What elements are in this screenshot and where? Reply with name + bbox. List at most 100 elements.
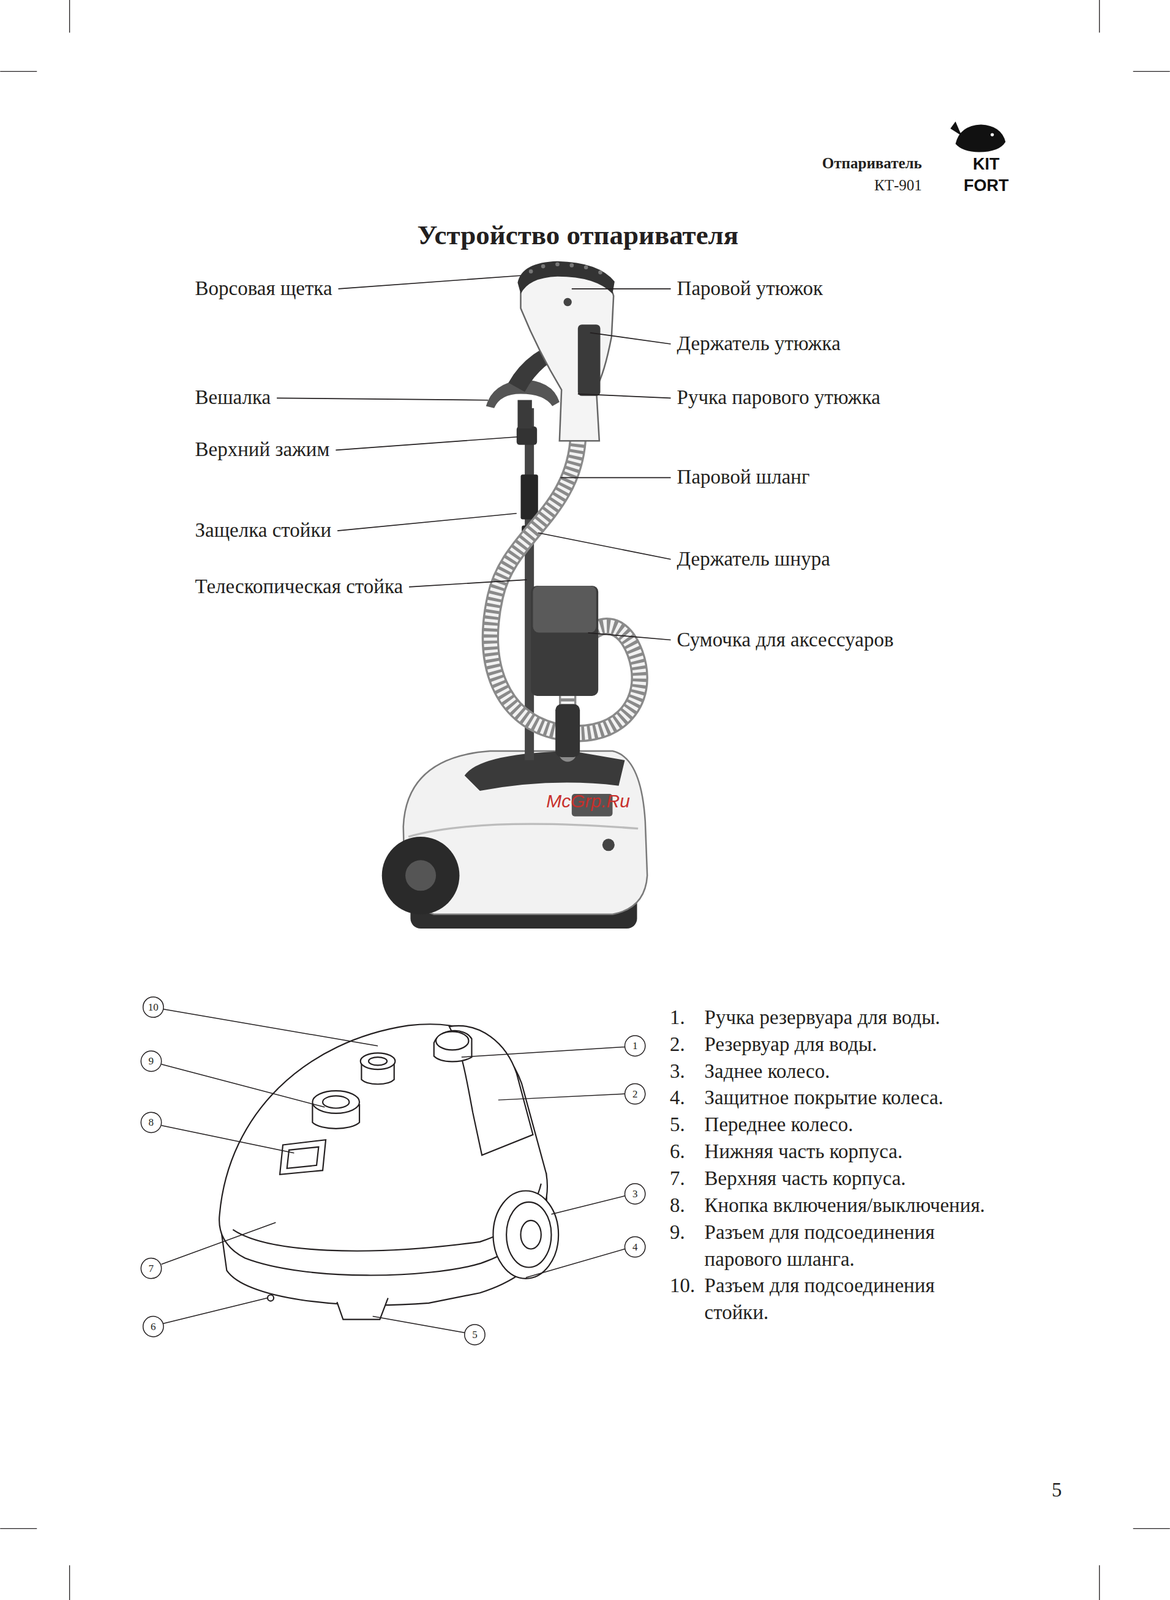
hanger-mount [517,400,532,430]
steam-iron [520,274,614,441]
tank-handle-top [435,1031,469,1050]
item-number: 10. [669,1272,705,1300]
item-number: 5. [669,1111,705,1139]
part-name: Вешалка [195,386,272,411]
part-name: Защелка стойки [195,518,332,544]
leader-line [525,1249,626,1279]
list-item: 4.Защитное покрытие колеса. [669,1084,1003,1112]
accessory-bag [530,585,599,697]
pole-latch [520,474,538,520]
list-item: 9.Разъем для подсоединения парового шлан… [669,1219,1003,1274]
leader-line [372,1316,465,1334]
leader-line [571,288,672,290]
callouts [140,997,646,1346]
leader-line [338,275,522,289]
callout-circle [140,1258,162,1279]
model-number: КТ-901 [874,176,923,195]
leader-line [588,633,672,641]
leader-line [560,477,671,479]
list-item: 10.Разъем для подсоединения стойки. [669,1272,1003,1327]
header-title: Отпариватель [822,154,923,173]
item-number: 9. [669,1219,705,1247]
part-name: Держатель утюжка [677,331,841,357]
crop-mark [0,1528,37,1530]
power-button [279,1140,326,1175]
part-name: Верхний зажим [195,438,330,463]
leader-line [590,333,672,345]
hose-socket [555,704,580,758]
base-logo [602,838,615,852]
base-wheel [382,836,460,915]
logo-whale [955,124,1006,152]
item-text: Разъем для подсоединения парового шланга… [704,1219,1003,1274]
callout-circle [625,1237,646,1258]
base-seam [408,824,638,837]
parts-list: 1.Ручка резервуара для воды.2.Резервуар … [669,1004,1003,1327]
item-number: 8. [669,1192,705,1220]
item-text: Кнопка включения/выключения. [704,1192,1003,1220]
part-name: Держатель шнура [677,547,831,572]
bristle [598,270,603,275]
logo-eye [990,132,994,136]
callout-circle [143,997,164,1018]
upper-clamp [516,426,537,446]
steamer-photo [382,261,648,929]
part-name: Паровой утюжок [677,276,824,302]
iron-holder-clip [577,324,601,397]
callout-number: 7 [148,1263,155,1276]
crop-mark [1133,71,1170,72]
leader-line [161,1125,295,1154]
leader-line [163,1298,268,1325]
item-number: 4. [669,1084,705,1112]
bristle [555,262,560,267]
wheel-hub [405,860,436,891]
crop-mark [1133,1528,1170,1530]
leader-line [161,1222,277,1265]
item-text: Переднее колесо. [704,1111,1003,1139]
callout-number: 3 [632,1188,638,1201]
watermark: McGrp.Ru [546,790,630,813]
leader-line [577,394,672,399]
callout-circle [625,1184,646,1205]
leader-line [161,1064,326,1108]
leader-line [538,532,672,559]
part-name: Сумочка для аксессуаров [677,628,894,653]
bristle [584,265,589,270]
callout-number: 1 [632,1040,638,1053]
leader-line [163,1009,378,1047]
item-number: 1. [669,1004,705,1032]
logo-text: FORT [963,177,1009,195]
list-item: 7.Верхняя часть корпуса. [669,1165,1003,1193]
logo-tail [950,121,962,136]
housing-dot [267,1295,274,1302]
page-number: 5 [1051,1478,1063,1504]
item-text: Разъем для подсоединения стойки. [704,1272,1003,1327]
list-item: 5.Переднее колесо. [669,1111,1003,1139]
crop-mark [69,1565,70,1600]
bristle [541,264,546,269]
leader-line [337,513,517,531]
item-number: 6. [669,1138,705,1166]
callout-number: 10 [148,1001,159,1014]
item-number: 7. [669,1165,705,1193]
hose-socket-hole [322,1095,349,1109]
item-text: Нижняя часть корпуса. [704,1138,1003,1166]
crop-mark [0,71,37,72]
callout-number: 2 [632,1087,638,1101]
callout-number: 8 [148,1116,155,1129]
base-top-panel [464,751,626,792]
part-name: Паровой шланг [677,465,810,491]
callout-circle [625,1035,646,1057]
callout-circle [140,1112,162,1133]
callout-circle [464,1324,485,1346]
item-number: 2. [669,1031,705,1059]
logo-icon [950,121,1006,152]
leader-line [551,1196,625,1215]
callout-circle [140,1051,162,1072]
logo-text: KIT [972,156,1000,173]
leader-line [276,397,488,400]
base-line-drawing [219,1024,559,1320]
item-text: Заднее колесо. [704,1058,1003,1086]
item-text: Защитное покрытие колеса. [704,1084,1003,1112]
